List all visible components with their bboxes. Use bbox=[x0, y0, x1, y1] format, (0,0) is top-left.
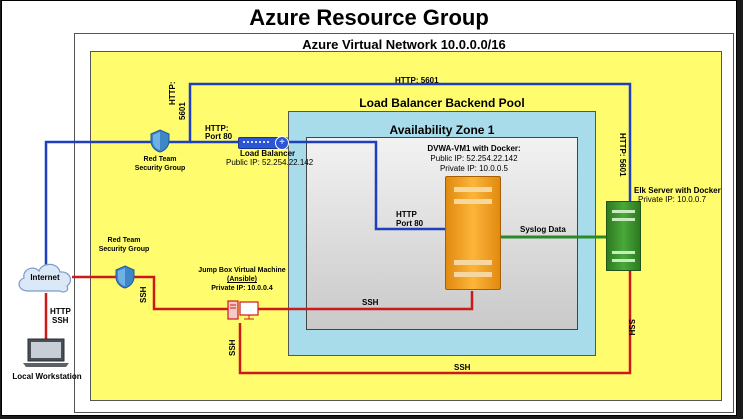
nsg-left-line2: Security Group bbox=[98, 246, 150, 253]
label-http-port80-dvwa-a: HTTP bbox=[396, 210, 417, 219]
label-http-port80-lb-a: HTTP: bbox=[205, 124, 229, 133]
cloud-icon bbox=[14, 259, 76, 300]
label-http-5601-left-b: 5601 bbox=[178, 102, 187, 120]
availability-zone-box bbox=[306, 137, 578, 330]
label-ssh-jump-down: SSH bbox=[228, 339, 237, 356]
label-http-port80-dvwa-b: Port 80 bbox=[396, 219, 424, 228]
ssh-jump-elk-line bbox=[238, 269, 632, 375]
label-http-5601-right: HTTP: 5601 bbox=[618, 133, 627, 177]
http-5601-line bbox=[44, 82, 632, 266]
label-ssh-left-jump: SSH bbox=[139, 286, 148, 303]
dvwa-server-icon[interactable] bbox=[445, 176, 501, 290]
backend-pool-label: Load Balancer Backend Pool bbox=[359, 96, 525, 110]
label-ssh-bottom: SSH bbox=[454, 363, 471, 372]
availability-zone-label: Availability Zone 1 bbox=[389, 123, 495, 137]
label-http-ssh-a: HTTP bbox=[50, 307, 71, 316]
laptop-icon[interactable] bbox=[22, 337, 70, 374]
elk-server-icon[interactable] bbox=[606, 201, 641, 271]
label-http-5601-top: HTTP: 5601 bbox=[395, 76, 439, 85]
diagram-title: Azure Resource Group bbox=[249, 5, 489, 30]
load-balancer-public-ip: Public IP: 52.254.22.142 bbox=[226, 158, 314, 167]
ssh-jump-dvwa-line bbox=[258, 291, 474, 311]
label-http-ssh-b: SSH bbox=[52, 316, 69, 325]
ssh-internet-jump-line bbox=[72, 275, 228, 311]
dvwa-name: DVWA-VM1 with Docker: bbox=[427, 144, 521, 153]
label-ssh-jump-dvwa: SSH bbox=[362, 298, 379, 307]
label-syslog: Syslog Data bbox=[520, 225, 566, 234]
dvwa-public-ip: Public IP: 52.254.22.142 bbox=[430, 154, 518, 163]
jump-box-icon[interactable] bbox=[227, 299, 259, 321]
vnet-label: Azure Virtual Network 10.0.0.0/16 bbox=[302, 37, 506, 52]
elk-private-ip: Private IP: 10.0.0.7 bbox=[638, 195, 707, 204]
label-http-5601-left-a: HTTP: bbox=[168, 81, 177, 105]
nsg-top-line1: Red Team bbox=[143, 156, 177, 163]
label-ssh-right: SSH bbox=[627, 319, 636, 336]
label-http-port80-lb-b: Port 80 bbox=[205, 132, 233, 141]
internet-label: Internet bbox=[30, 273, 60, 282]
jump-box-private-ip: Private IP: 10.0.0.4 bbox=[211, 285, 273, 292]
load-balancer-icon[interactable]: + bbox=[238, 136, 289, 150]
nsg-top-line2: Security Group bbox=[134, 165, 186, 172]
shield-icon bbox=[115, 265, 135, 294]
shield-icon bbox=[150, 129, 170, 158]
load-balancer-name: Load Balancer bbox=[240, 149, 296, 158]
workstation-label: Local Workstation bbox=[12, 372, 82, 381]
nsg-left-line1: Red Team bbox=[107, 237, 141, 244]
jump-box-subtitle: (Ansible) bbox=[227, 276, 257, 283]
jump-box-name: Jump Box Virtual Machine bbox=[198, 267, 286, 274]
dvwa-private-ip: Private IP: 10.0.0.5 bbox=[439, 164, 509, 173]
elk-name: Elk Server with Docker bbox=[634, 186, 721, 195]
